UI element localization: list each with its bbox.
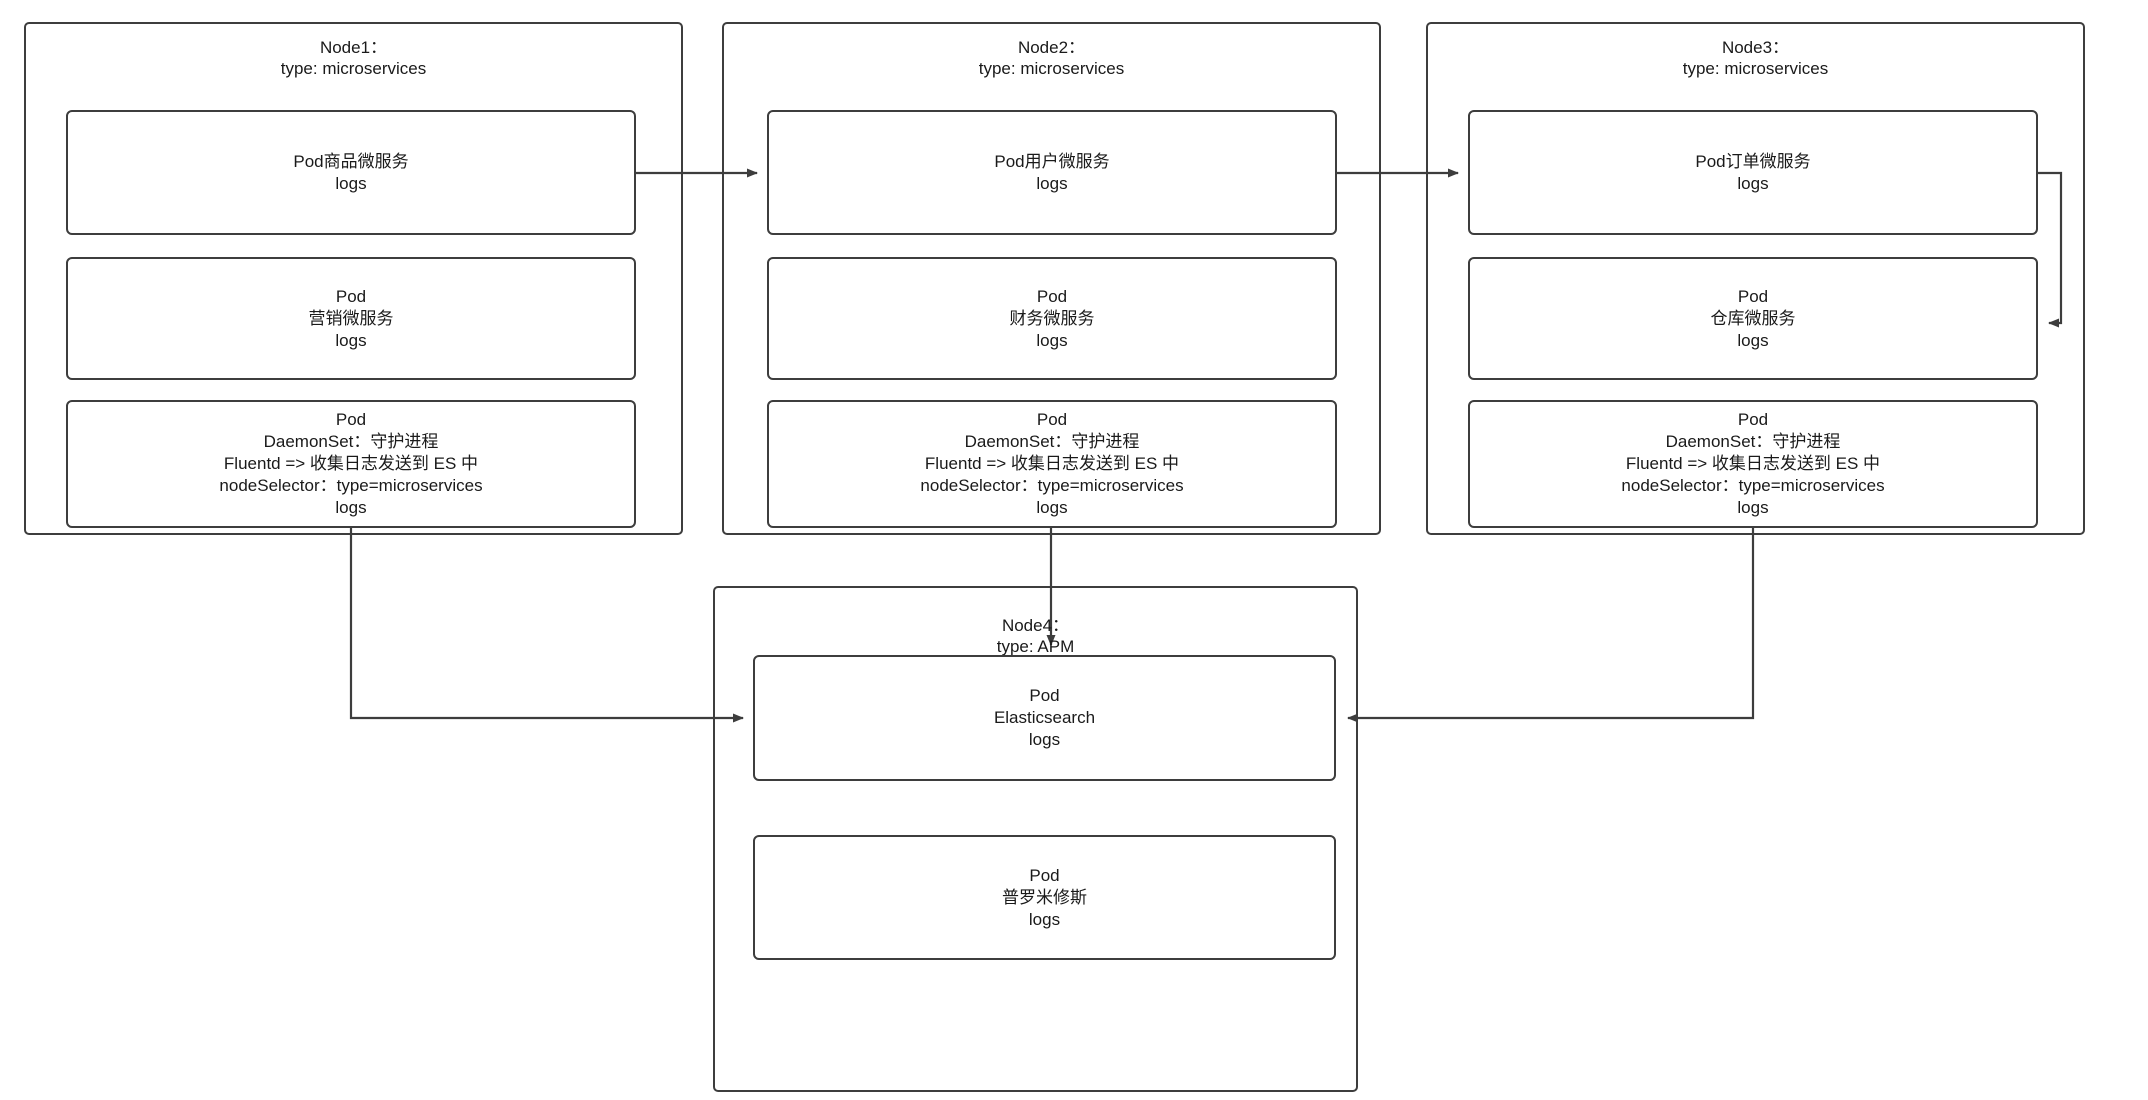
edge-node3-to-es	[1347, 528, 1755, 723]
pod-label: Pod 普罗米修斯 logs	[1002, 865, 1087, 929]
edge-node1-to-es	[349, 528, 744, 723]
pod-node2-pod1[interactable]: Pod用户微服务 logs	[767, 110, 1337, 235]
pod-label: Pod DaemonSet：守护进程 Fluentd => 收集日志发送到 ES…	[219, 410, 483, 517]
pod-node1-pod1[interactable]: Pod商品微服务 logs	[66, 110, 636, 235]
pod-label: Pod订单微服务 logs	[1695, 151, 1811, 193]
node-title-node2: Node2： type: microservices	[978, 38, 1125, 78]
pod-node3-pod1[interactable]: Pod订单微服务 logs	[1468, 110, 2038, 235]
pod-label: Pod商品微服务 logs	[293, 151, 409, 193]
node-container-node1[interactable]: Node1： type: microservices	[24, 22, 683, 535]
pod-label: Pod DaemonSet：守护进程 Fluentd => 收集日志发送到 ES…	[1621, 410, 1885, 517]
pod-node2-pod2[interactable]: Pod 财务微服务 logs	[767, 257, 1337, 380]
pod-node3-pod2[interactable]: Pod 仓库微服务 logs	[1468, 257, 2038, 380]
pod-node1-pod2[interactable]: Pod 营销微服务 logs	[66, 257, 636, 380]
node-container-node4[interactable]: Node4： type: APM	[713, 586, 1358, 1092]
pod-label: Pod 仓库微服务 logs	[1710, 286, 1796, 350]
pod-label: Pod DaemonSet：守护进程 Fluentd => 收集日志发送到 ES…	[920, 410, 1184, 517]
pod-label: Pod 营销微服务 logs	[308, 286, 394, 350]
node-container-node2[interactable]: Node2： type: microservices	[722, 22, 1381, 535]
pod-label: Pod 财务微服务 logs	[1009, 286, 1095, 350]
pod-label: Pod用户微服务 logs	[994, 151, 1110, 193]
pod-label: Pod Elasticsearch logs	[993, 686, 1096, 749]
pod-node3-pod3[interactable]: Pod DaemonSet：守护进程 Fluentd => 收集日志发送到 ES…	[1468, 400, 2038, 528]
node-title-node4: Node4： type: APM	[996, 616, 1075, 656]
pod-node4-pod2[interactable]: Pod 普罗米修斯 logs	[753, 835, 1336, 960]
node-title-node3: Node3： type: microservices	[1682, 38, 1829, 78]
pod-node4-pod1[interactable]: Pod Elasticsearch logs	[753, 655, 1336, 781]
pod-node1-pod3[interactable]: Pod DaemonSet：守护进程 Fluentd => 收集日志发送到 ES…	[66, 400, 636, 528]
node-title-node1: Node1： type: microservices	[280, 38, 427, 78]
node-container-node3[interactable]: Node3： type: microservices	[1426, 22, 2085, 535]
pod-node2-pod3[interactable]: Pod DaemonSet：守护进程 Fluentd => 收集日志发送到 ES…	[767, 400, 1337, 528]
